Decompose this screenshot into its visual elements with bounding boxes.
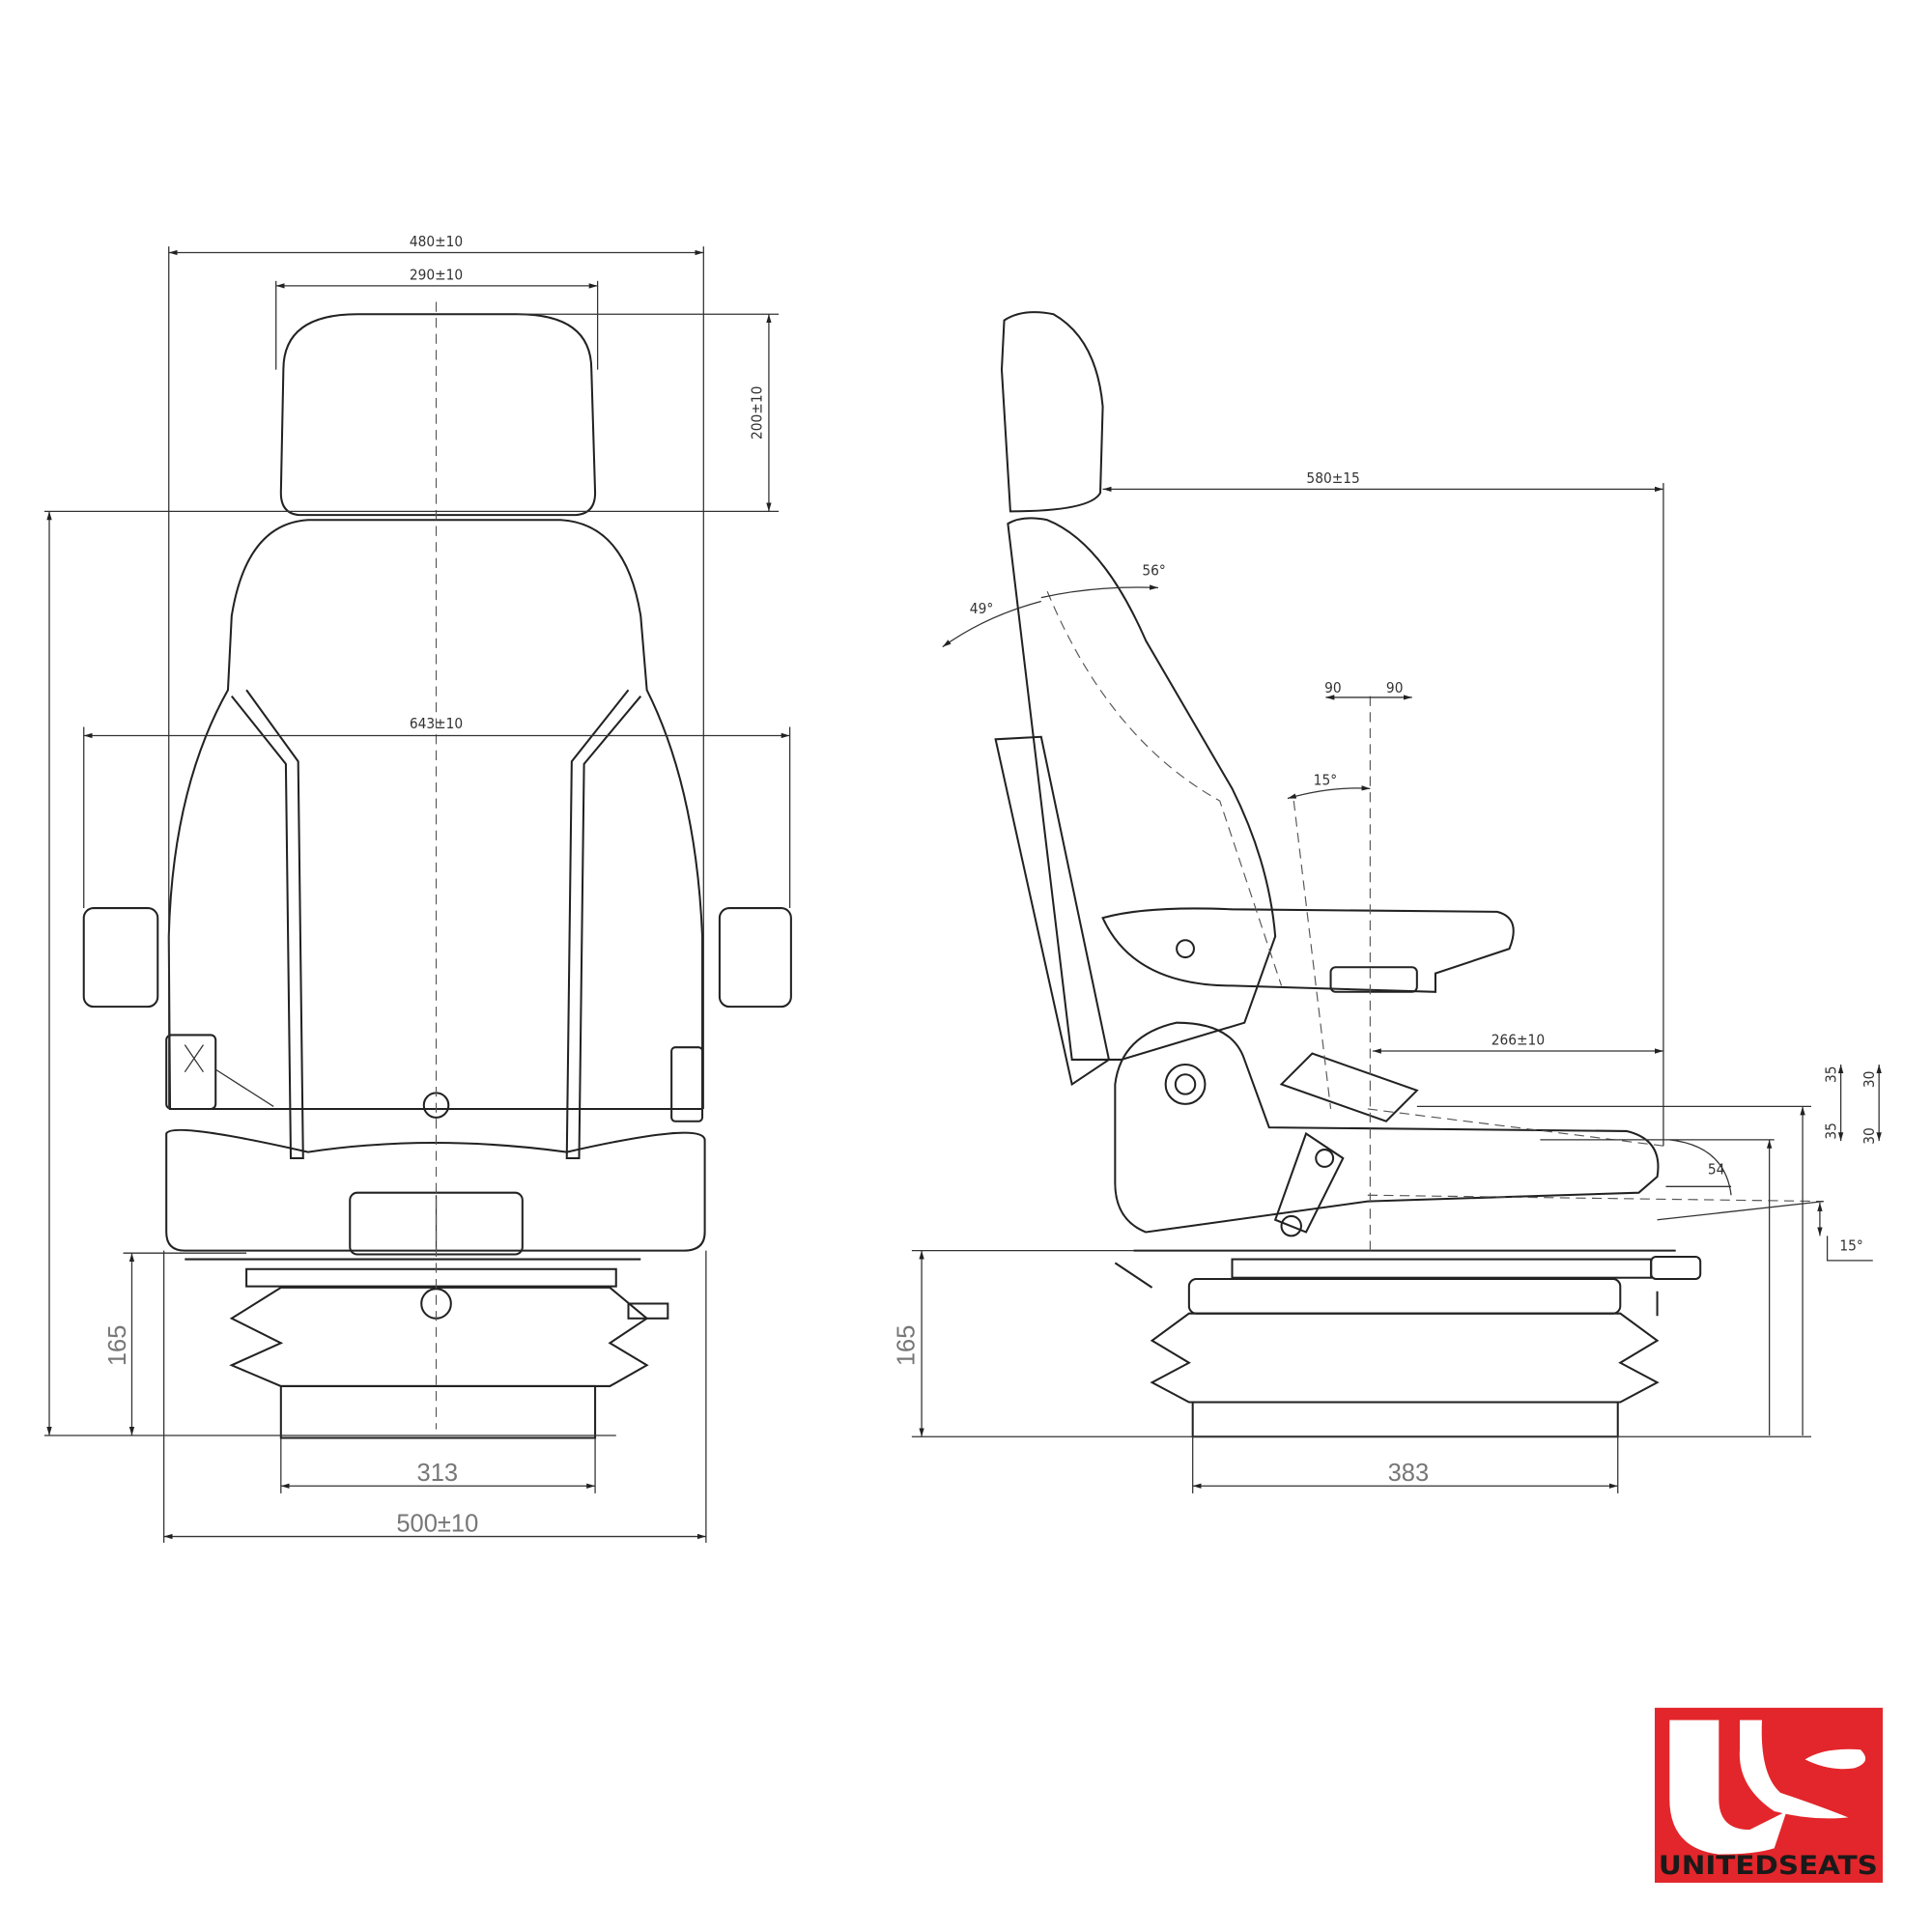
dim-angle-back-rear: 49° <box>970 600 993 617</box>
dim-width-back: 480±10 <box>410 233 463 250</box>
dim-cushion-offset: 54 <box>1708 1161 1725 1179</box>
seat-belt-side <box>1279 1052 1419 1122</box>
slide-handle <box>1650 1256 1702 1280</box>
logo-text: UNITEDSEATS <box>1659 1851 1878 1881</box>
dim-tilt-up: 30 <box>1861 1071 1878 1089</box>
armrest-side <box>1101 907 1515 993</box>
dim-depth-base: 383 <box>1388 1460 1430 1487</box>
headrest-outline <box>279 313 597 517</box>
belt-buckle-right <box>670 1046 704 1122</box>
dim-height-suspension-front: 165 <box>104 1325 131 1367</box>
backrest-bar-left <box>230 689 304 1159</box>
unitedseats-logo: UNITEDSEATS <box>1655 1707 1883 1883</box>
pivot-knob <box>1164 1064 1207 1105</box>
side-view: 580±15 56° 49° 90 90 15° 266±10 35 35 30… <box>893 311 1882 1493</box>
bellows <box>229 1286 649 1387</box>
front-view: 480±10 290±10 200±10 643±10 165 313 500±… <box>43 233 792 1543</box>
dim-depth-total: 580±15 <box>1306 469 1359 487</box>
dim-width-base: 313 <box>417 1460 459 1487</box>
dim-cushion-up: 35 <box>1823 1065 1840 1083</box>
backrest-outline <box>167 519 704 1110</box>
armrest-right <box>718 907 792 1009</box>
dim-angle-armrest: 15° <box>1314 772 1337 789</box>
dim-width-total: 500±10 <box>396 1510 478 1537</box>
bellows-side <box>1150 1312 1660 1404</box>
headrest-side <box>1000 311 1104 513</box>
dim-tilt-down: 30 <box>1861 1127 1878 1145</box>
dim-angle-back-fwd: 56° <box>1142 562 1165 580</box>
base-plate-side <box>1191 1401 1619 1438</box>
backrest-back-panel <box>994 735 1111 1087</box>
dim-armrest-right: 90 <box>1386 679 1404 696</box>
dim-cushion-down: 35 <box>1823 1122 1840 1140</box>
dim-width-armrests: 643±10 <box>410 715 463 732</box>
slide-rail <box>1231 1258 1653 1279</box>
dim-armrest-left: 90 <box>1324 679 1342 696</box>
backrest-bar-right <box>565 689 642 1159</box>
suspension-top-side <box>1187 1277 1622 1315</box>
dim-depth-cushion: 266±10 <box>1492 1032 1545 1049</box>
seat-cushion-outline <box>165 1128 706 1252</box>
belt-buckle-left <box>165 1034 217 1110</box>
base-plate <box>279 1384 597 1439</box>
armrest-left <box>82 907 159 1009</box>
backrest-side <box>1007 517 1277 1061</box>
seat-cushion-side <box>1114 1021 1660 1234</box>
dim-height-suspension-side: 165 <box>893 1325 920 1367</box>
suspension-top <box>245 1267 617 1288</box>
dim-width-headrest: 290±10 <box>410 267 463 284</box>
dim-angle-tilt: 15° <box>1839 1237 1862 1255</box>
dim-height-headrest: 200±10 <box>748 386 765 440</box>
